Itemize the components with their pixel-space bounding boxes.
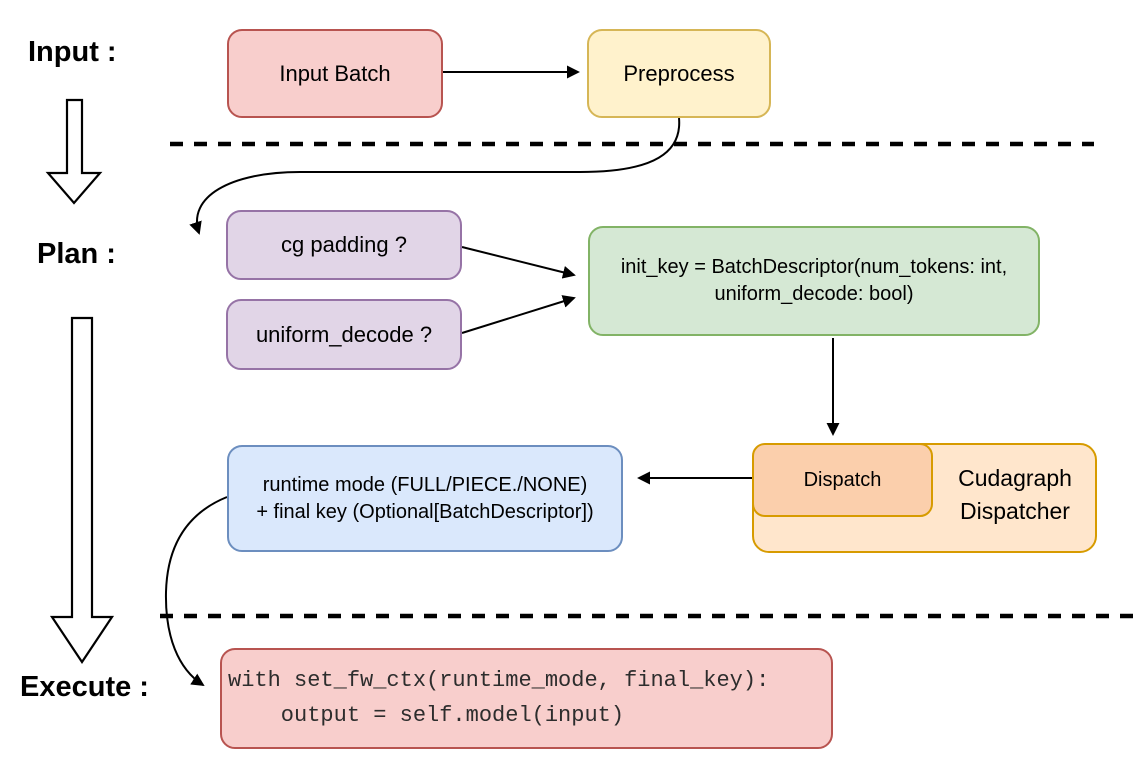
node-uniform-decode-label: uniform_decode ? (255, 321, 433, 347)
node-dispatch: Dispatch (752, 443, 933, 517)
node-preprocess-label: Preprocess (623, 60, 735, 86)
node-cg-padding-label: cg padding ? (281, 232, 407, 258)
node-preprocess: Preprocess (587, 29, 771, 118)
node-init-key: init_key = BatchDescriptor(num_tokens: i… (588, 226, 1040, 336)
execute-code-line1: with set_fw_ctx(runtime_mode, final_key)… (228, 668, 770, 694)
node-uniform-decode: uniform_decode ? (226, 299, 462, 370)
execute-code-line2: output = self.model(input) (228, 702, 625, 728)
node-runtime-result-line2: + final key (Optional[BatchDescriptor]) (256, 500, 594, 523)
stage-label-execute: Execute : (20, 671, 149, 703)
stage-arrow-input-to-plan (45, 98, 103, 205)
cudagraph-label-line1: Cudagraph (958, 465, 1072, 491)
arrow-uniform-decode-to-init-key (461, 295, 576, 334)
arrow-cg-padding-to-init-key (461, 246, 576, 279)
arrow-runtime-result-to-execute-code (164, 496, 228, 687)
arrow-preprocess-to-cg-padding (189, 117, 681, 235)
node-cg-padding: cg padding ? (226, 210, 462, 280)
node-runtime-result: runtime mode (FULL/PIECE./NONE) + final … (227, 445, 623, 552)
node-input-batch-label: Input Batch (279, 60, 391, 86)
cudagraph-label-line2: Dispatcher (960, 498, 1070, 525)
node-cudagraph-dispatcher-label: Cudagraph Dispatcher (933, 462, 1097, 529)
node-init-key-line1: init_key = BatchDescriptor(num_tokens: i… (620, 256, 1008, 278)
stage-arrow-plan-to-execute (49, 316, 115, 664)
stage-label-input: Input : (28, 36, 117, 68)
node-input-batch: Input Batch (227, 29, 443, 118)
node-init-key-line2: uniform_decode: bool) (714, 283, 914, 305)
node-runtime-result-line1: runtime mode (FULL/PIECE./NONE) (262, 473, 588, 496)
node-execute-code: with set_fw_ctx(runtime_mode, final_key)… (220, 648, 833, 749)
stage-label-plan: Plan : (37, 238, 116, 270)
node-dispatch-label: Dispatch (803, 468, 882, 491)
